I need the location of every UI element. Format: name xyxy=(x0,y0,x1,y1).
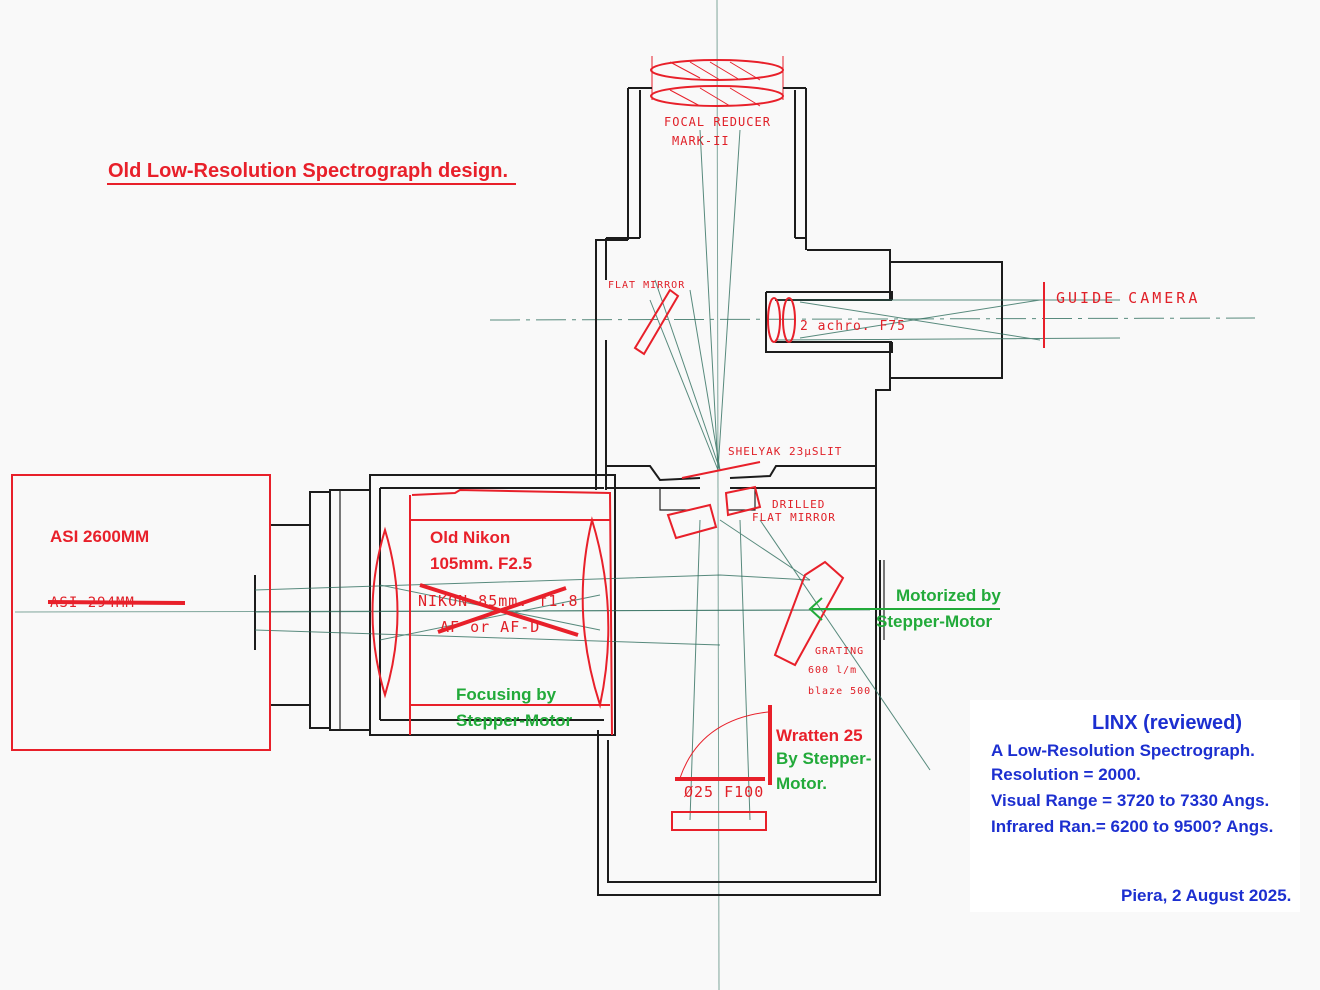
main-camera: ASI 2600MM ASI 294MM xyxy=(11,474,271,751)
info-box: LINX (reviewed) A Low-Resolution Spectro… xyxy=(970,700,1300,912)
page-title: Old Low-Resolution Spectrograph design. xyxy=(107,160,516,185)
focal-reducer-label: FOCAL REDUCER xyxy=(664,115,771,129)
annotation-label: FLAT MIRROR xyxy=(752,511,836,524)
focal-reducer: FOCAL REDUCER MARK-II xyxy=(650,56,784,148)
annotation-label: GRATING xyxy=(815,646,864,657)
guide-camera: GUIDE CAMERA xyxy=(1043,282,1200,348)
grating-motor-annotation: Motorized by Stepper-Motor xyxy=(808,586,1001,631)
annotation-label: Stepper-Motor xyxy=(876,612,993,631)
drilled-flat-mirror: DRILLED FLAT MIRROR xyxy=(666,485,836,540)
spectrograph-body xyxy=(254,87,1003,896)
info-visual-range: Visual Range = 3720 to 7330 Angs. xyxy=(991,791,1270,810)
light-rays xyxy=(254,129,1121,821)
annotation-label: By Stepper- xyxy=(776,749,871,768)
annotation-label: FLAT MIRROR xyxy=(608,280,685,291)
annotation-label: Ø25 F100 xyxy=(684,783,764,801)
annotation-label: Old Nikon xyxy=(430,528,510,547)
annotation-label: DRILLED xyxy=(772,498,825,511)
info-infrared-range: Infrared Ran.= 6200 to 9500? Angs. xyxy=(991,817,1274,836)
annotation-label: ASI 2600MM xyxy=(50,527,149,546)
achromat-lenses: 2 achro. F75 xyxy=(767,297,906,343)
annotation-label: Motor. xyxy=(776,774,827,793)
annotation-label: Old Low-Resolution Spectrograph design. xyxy=(108,160,508,182)
annotation-label: 2 achro. F75 xyxy=(800,319,906,334)
annotation-label: GUIDE CAMERA xyxy=(1056,289,1200,307)
annotation-label: 105mm. F2.5 xyxy=(430,554,532,573)
annotation-label: Motorized by xyxy=(896,586,1001,605)
annotation-label: Wratten 25 xyxy=(776,726,863,745)
annotation-label: NIKON 85mm. f1.8 xyxy=(418,592,579,610)
slit: SHELYAK 23µSLIT xyxy=(681,445,842,479)
camera-lens: Old Nikon 105mm. F2.5 NIKON 85mm. f1.8 A… xyxy=(371,488,613,736)
info-title: LINX (reviewed) xyxy=(1092,712,1243,734)
grating: GRATING 600 l/m blaze 500 xyxy=(773,560,871,697)
annotation-label: SHELYAK 23µSLIT xyxy=(728,445,842,458)
annotation-label: 600 l/m xyxy=(808,665,857,676)
annotation-label: Focusing by xyxy=(456,685,557,704)
flat-mirror: FLAT MIRROR xyxy=(608,280,685,356)
info-signature: Piera, 2 August 2025. xyxy=(1121,886,1292,905)
annotation-label: blaze 500 xyxy=(808,686,871,697)
info-resolution: Resolution = 2000. xyxy=(991,765,1141,784)
annotation-label: Stepper-Motor xyxy=(456,711,573,730)
wratten-filter: Wratten 25 By Stepper- Motor. Ø25 F100 xyxy=(671,705,871,831)
info-description: A Low-Resolution Spectrograph. xyxy=(991,741,1255,760)
